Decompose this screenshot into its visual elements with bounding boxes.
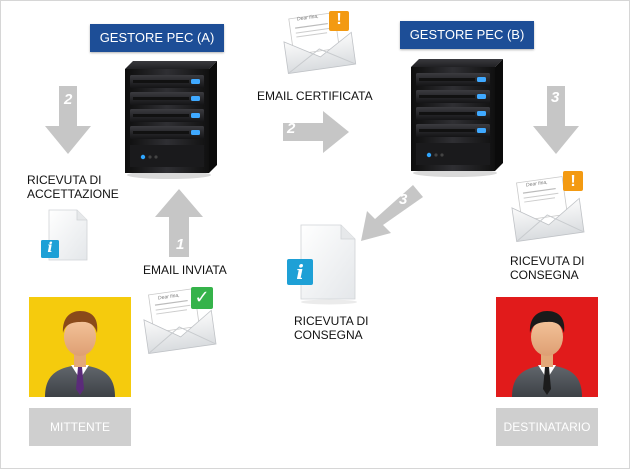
step-badge-1: 1 — [176, 236, 185, 253]
arrow-down-step-3 — [533, 86, 579, 154]
label-email-certificata: EMAIL CERTIFICATA — [257, 89, 373, 103]
sender-avatar — [29, 297, 131, 397]
arrow-up-step-1 — [155, 189, 203, 257]
alert-glyph-right: ! — [570, 173, 576, 190]
delivery-receipt-document-icon — [287, 224, 357, 305]
step-badge-3-center: 3 — [399, 191, 408, 208]
server-a-icon — [125, 61, 217, 179]
recipient-role-bar: DESTINATARIO — [496, 408, 598, 446]
recipient-avatar — [496, 297, 598, 397]
arrow-diagonal-step-3 — [361, 185, 423, 241]
alert-glyph-top: ! — [336, 11, 342, 28]
label-ricevuta-consegna-right: RICEVUTA DI CONSEGNA — [510, 254, 585, 282]
arrow-right-step-2 — [283, 111, 349, 153]
sender-role-bar: MITTENTE — [29, 408, 131, 446]
arrow-down-step-2 — [45, 86, 91, 154]
provider-a-tag: GESTORE PEC (A) — [90, 24, 224, 52]
label-ricevuta-consegna-center: RICEVUTA DI CONSEGNA — [294, 314, 369, 342]
provider-b-tag: GESTORE PEC (B) — [400, 21, 534, 49]
certified-email-envelope-icon — [283, 11, 357, 74]
step-badge-3-right: 3 — [551, 89, 560, 106]
info-glyph-acceptance: i — [47, 240, 53, 256]
info-glyph-delivery-center: i — [296, 260, 304, 284]
delivered-email-envelope-icon — [511, 171, 585, 242]
server-b-icon — [411, 59, 503, 177]
step-badge-2-left: 2 — [64, 91, 73, 108]
acceptance-receipt-document-icon — [41, 209, 88, 261]
step-badge-2-center: 2 — [287, 120, 296, 137]
label-ricevuta-accettazione: RICEVUTA DI ACCETTAZIONE — [27, 173, 119, 201]
check-glyph-sent: ✓ — [194, 287, 210, 308]
sent-email-envelope-icon — [143, 287, 217, 354]
label-email-inviata: EMAIL INVIATA — [143, 263, 227, 277]
